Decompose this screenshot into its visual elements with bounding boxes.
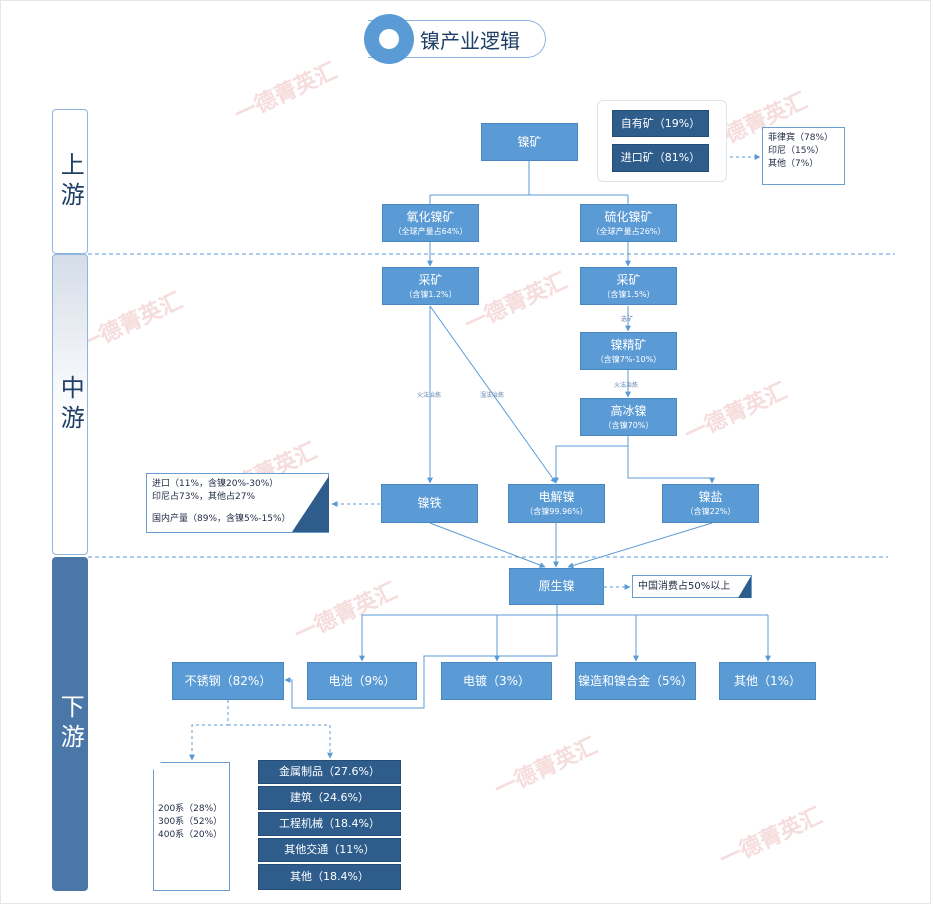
stainless-series-item: 300系（52%） <box>158 817 223 828</box>
import-breakdown-item: 其他（7%） <box>768 159 819 170</box>
use-plating-box: 电镀（3%） <box>441 662 552 700</box>
stainless-series-note: 200系（28%） 300系（52%） 400系（20%） <box>153 762 230 891</box>
edge-label-pyro: 火法冶炼 <box>417 392 442 399</box>
stage-midstream: 中游 <box>52 254 88 555</box>
nickel-salt-box: 镍盐 （含镍22%） <box>662 484 759 523</box>
nickel-salt-label: 镍盐 <box>698 490 723 504</box>
import-breakdown-item: 印尼（15%） <box>768 146 825 157</box>
primary-nickel-box: 原生镍 <box>509 568 604 605</box>
primary-nickel-label: 原生镍 <box>538 579 575 594</box>
sulfide-ore-label: 硫化镍矿 <box>604 209 653 224</box>
use-other-label: 其他（1%） <box>733 673 802 688</box>
own-mine-box: 自有矿（19%） <box>612 110 709 137</box>
sulfide-ore-box: 硫化镍矿 （全球产量占26%） <box>580 204 677 242</box>
nickel-iron-label: 镍铁 <box>417 496 442 511</box>
own-mine-label: 自有矿（19%） <box>620 116 701 130</box>
sulfide-ore-sub: （全球产量占26%） <box>591 226 666 236</box>
electrolytic-nickel-box: 电解镍 （含镍99.96%） <box>508 484 605 523</box>
import-mine-box: 进口矿（81%） <box>612 144 709 172</box>
use-alloy-label: 镍造和镍合金（5%） <box>577 673 694 688</box>
dashed-connector <box>228 724 333 759</box>
connector <box>284 615 558 709</box>
stainless-app-label: 金属制品（27.6%） <box>279 765 380 779</box>
nickel-ore-box: 镍矿 <box>481 123 578 161</box>
edge-label-beneficiation: 选矿 <box>621 316 634 323</box>
connector <box>429 305 557 484</box>
stage-downstream-label: 下游 <box>56 694 85 754</box>
import-mine-label: 进口矿（81%） <box>620 151 701 165</box>
use-stainless-label: 不锈钢（82%） <box>184 673 272 688</box>
electrolytic-nickel-label: 电解镍 <box>538 490 575 504</box>
use-stainless-box: 不锈钢（82%） <box>172 662 284 700</box>
page-title: 镍产业逻辑 <box>420 29 520 53</box>
oxide-ore-label: 氧化镍矿 <box>406 209 455 224</box>
mining-oxide-box: 采矿 （含镍1.2%） <box>382 267 479 305</box>
dashed-connector <box>189 700 229 761</box>
stainless-series-item: 400系（20%） <box>158 830 223 841</box>
stainless-app-label: 建筑（24.6%） <box>290 791 369 805</box>
nickel-salt-sub: （含镍22%） <box>685 507 736 517</box>
stainless-app-box: 工程机械（18.4%） <box>258 812 401 836</box>
concentrate-sub: （含镍7%-10%） <box>595 354 662 364</box>
use-other-box: 其他（1%） <box>719 662 816 700</box>
stainless-app-label: 工程机械（18.4%） <box>279 817 380 831</box>
stainless-app-label: 其他交通（11%） <box>284 843 375 857</box>
nickel-iron-note-line: 印尼占73%，其他占27% <box>152 492 256 503</box>
stainless-app-box: 建筑（24.6%） <box>258 786 401 810</box>
oxide-ore-sub: （全球产量占64%） <box>393 226 468 236</box>
china-consumption-text: 中国消费占50%以上 <box>638 581 731 592</box>
stainless-app-box: 其他交通（11%） <box>258 838 401 862</box>
use-alloy-box: 镍造和镍合金（5%） <box>575 662 696 700</box>
stainless-series-item: 200系（28%） <box>158 804 223 814</box>
mining-sulfide-sub: （含镍1.5%） <box>602 289 655 299</box>
oxide-ore-box: 氧化镍矿 （全球产量占64%） <box>382 204 479 242</box>
connector <box>362 605 768 616</box>
connector <box>429 522 546 568</box>
stainless-app-box: 其他（18.4%） <box>258 864 401 890</box>
import-breakdown-note: 菲律宾（78%） 印尼（15%） 其他（7%） <box>762 127 845 185</box>
use-battery-box: 电池（9%） <box>307 662 417 700</box>
nickel-iron-note-line: 国内产量（89%，含镍5%-15%） <box>152 514 291 525</box>
concentrate-label: 镍精矿 <box>610 337 647 352</box>
import-breakdown-item: 菲律宾（78%） <box>768 133 834 143</box>
stage-midstream-label: 中游 <box>56 374 85 435</box>
nickel-ore-label: 镍矿 <box>517 134 542 149</box>
nickel-iron-note-line: 进口（11%，含镍20%-30%） <box>152 479 279 489</box>
mining-oxide-sub: （含镍1.2%） <box>404 289 457 299</box>
nickel-matte-box: 高冰镍 （含镍70%） <box>580 398 677 436</box>
concentrate-box: 镍精矿 （含镍7%-10%） <box>580 332 677 370</box>
edge-label-hydro: 湿法冶炼 <box>480 392 505 399</box>
mining-sulfide-label: 采矿 <box>616 272 641 287</box>
connector <box>567 522 713 569</box>
nickel-matte-sub: （含镍70%） <box>603 420 654 430</box>
connector <box>627 436 715 484</box>
note-curl-icon <box>292 476 329 532</box>
edge-label-pyro2: 火法冶炼 <box>614 382 639 389</box>
stainless-app-label: 其他（18.4%） <box>290 870 369 884</box>
nickel-matte-label: 高冰镍 <box>610 403 647 418</box>
use-battery-label: 电池（9%） <box>328 673 396 688</box>
connector <box>429 161 629 204</box>
stage-upstream-label: 上游 <box>56 151 85 212</box>
stainless-app-box: 金属制品（27.6%） <box>258 760 401 784</box>
electrolytic-nickel-sub: （含镍99.96%） <box>525 507 588 517</box>
use-plating-label: 电镀（3%） <box>462 673 531 688</box>
mining-oxide-label: 采矿 <box>418 272 443 287</box>
china-consumption-note: 中国消费占50%以上 <box>632 575 752 598</box>
title-circle-inner <box>379 29 399 49</box>
stage-downstream: 下游 <box>52 557 88 891</box>
mining-sulfide-box: 采矿 （含镍1.5%） <box>580 267 677 305</box>
stage-upstream: 上游 <box>52 109 88 254</box>
note-curl-icon <box>738 576 751 598</box>
connector <box>553 436 629 484</box>
nickel-iron-box: 镍铁 <box>381 484 478 523</box>
